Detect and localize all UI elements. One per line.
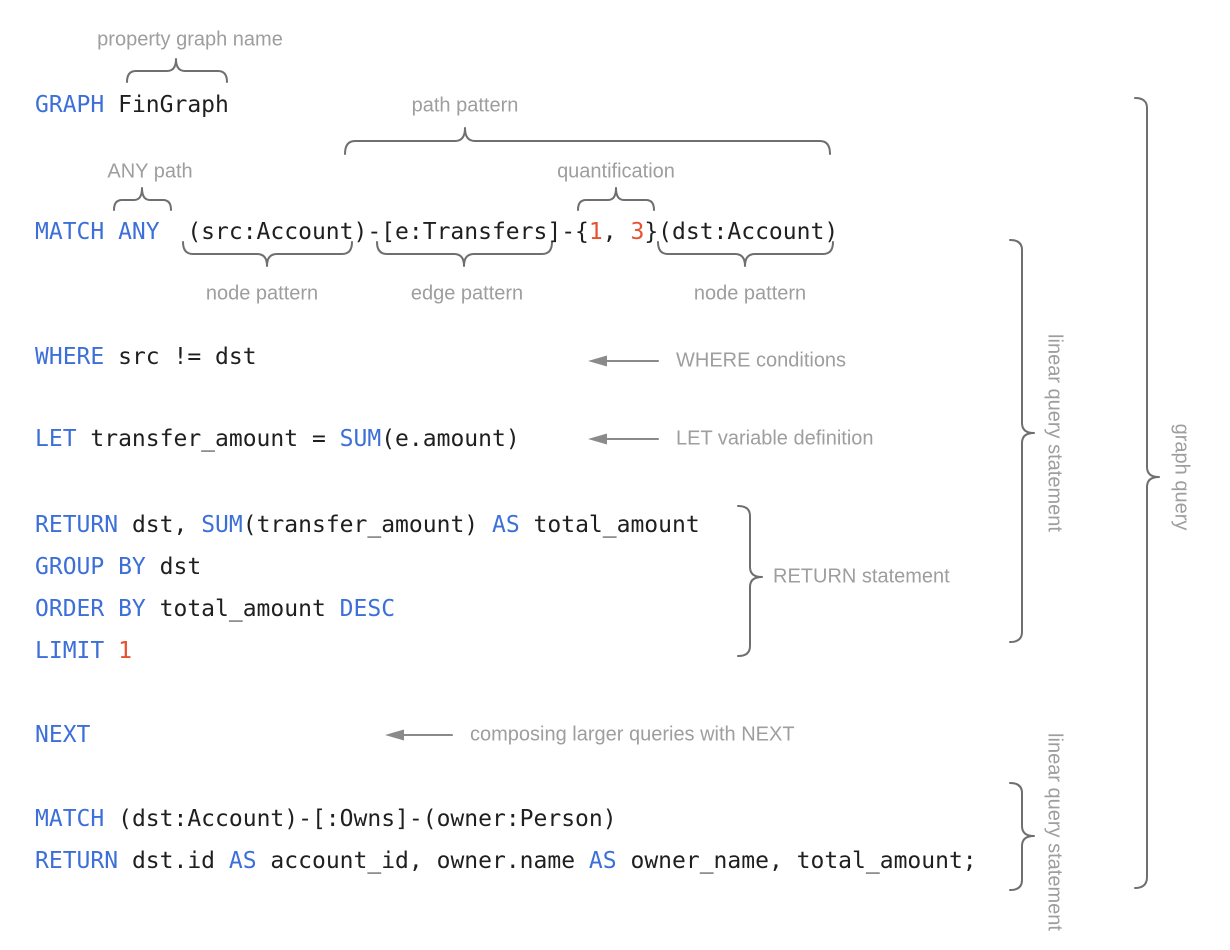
graph-query-label: graph query — [1170, 423, 1193, 531]
let-variable-label: LET variable definition — [676, 427, 874, 450]
next-arrow-head — [385, 729, 404, 741]
brace-linear-query-statement-2 — [1009, 782, 1035, 891]
quantification-label: quantification — [557, 160, 675, 183]
code-line-return-final: RETURN dst.id AS account_id, owner.name … — [35, 849, 977, 873]
code-text: dst.id — [118, 848, 229, 874]
code-line-order-by: ORDER BY total_amount DESC — [35, 597, 395, 621]
code-text: dst — [145, 554, 202, 580]
keyword: DESC — [339, 596, 396, 622]
brace-return-statement — [737, 505, 763, 657]
brace-node-pattern-src — [182, 241, 353, 267]
brace-path-pattern — [344, 127, 831, 155]
code-text: owner_name, total_amount; — [616, 848, 977, 874]
brace-any-path — [113, 187, 172, 211]
keyword: MATCH ANY — [35, 219, 160, 245]
linear-query-statement-1-label: linear query statement — [1043, 334, 1066, 532]
code-line-group-by: GROUP BY dst — [35, 555, 201, 579]
keyword: AS — [228, 848, 257, 874]
node-pattern-src-label: node pattern — [205, 282, 319, 305]
keyword: MATCH — [35, 806, 105, 832]
code-line-where: WHERE src != dst — [35, 345, 257, 369]
brace-edge-pattern — [376, 241, 553, 267]
property-graph-name-label: property graph name — [97, 28, 283, 51]
brace-node-pattern-dst — [657, 241, 834, 267]
number-literal: 1 — [118, 638, 132, 664]
brace-linear-query-statement-1 — [1009, 239, 1035, 643]
keyword: GRAPH — [35, 92, 105, 118]
code-text: }(dst:Account) — [644, 219, 839, 245]
brace-graph-query — [1134, 97, 1160, 889]
keyword: RETURN — [35, 512, 119, 538]
code-text: src != dst — [104, 344, 257, 370]
keyword: GROUP BY — [35, 554, 146, 580]
code-line-return-agg: RETURN dst, SUM(transfer_amount) AS tota… — [35, 513, 700, 537]
next-note-label: composing larger queries with NEXT — [470, 723, 795, 746]
brace-quantification — [577, 187, 655, 211]
return-statement-label: RETURN statement — [773, 565, 950, 588]
brace-property-graph-name — [126, 58, 228, 83]
code-text: (dst:Account)-[:Owns]-(owner:Person) — [104, 806, 617, 832]
any-path-label: ANY path — [107, 160, 193, 183]
edge-pattern-label: edge pattern — [410, 282, 524, 305]
keyword: SUM — [339, 426, 382, 452]
path-pattern-label: path pattern — [411, 94, 519, 117]
code-line-match-any: MATCH ANY (src:Account)-[e:Transfers]-{1… — [35, 220, 838, 244]
where-arrow-head — [588, 355, 607, 367]
keyword: LET — [35, 426, 77, 452]
keyword: AS — [491, 512, 520, 538]
code-text: (e.amount) — [381, 426, 520, 452]
code-line-match-owns: MATCH (dst:Account)-[:Owns]-(owner:Perso… — [35, 807, 617, 831]
code-text: (src:Account)-[e:Transfers]-{ — [159, 219, 589, 245]
linear-query-statement-2-label: linear query statement — [1043, 733, 1066, 931]
keyword: NEXT — [35, 722, 91, 748]
code-line-limit: LIMIT 1 — [35, 639, 132, 663]
keyword: WHERE — [35, 344, 105, 370]
code-line-next: NEXT — [35, 723, 90, 747]
code-text: total_amount — [519, 512, 700, 538]
where-conditions-label: WHERE conditions — [676, 349, 847, 372]
code-text: transfer_amount = — [76, 426, 340, 452]
code-text: , — [602, 219, 631, 245]
keyword: AS — [588, 848, 617, 874]
code-text: dst, — [118, 512, 202, 538]
code-text: account_id, owner.name — [256, 848, 589, 874]
code-text: (transfer_amount) — [242, 512, 492, 538]
keyword: ORDER BY — [35, 596, 146, 622]
number-literal: 3 — [630, 219, 645, 245]
code-text: total_amount — [145, 596, 340, 622]
code-text: FinGraph — [104, 92, 229, 118]
keyword: RETURN — [35, 848, 119, 874]
code-line-let: LET transfer_amount = SUM(e.amount) — [35, 427, 520, 451]
let-arrow-head — [588, 433, 607, 445]
keyword: SUM — [201, 512, 243, 538]
node-pattern-dst-label: node pattern — [693, 282, 807, 305]
keyword: LIMIT — [35, 638, 119, 664]
number-literal: 1 — [588, 219, 603, 245]
code-line-graph: GRAPH FinGraph — [35, 93, 229, 117]
